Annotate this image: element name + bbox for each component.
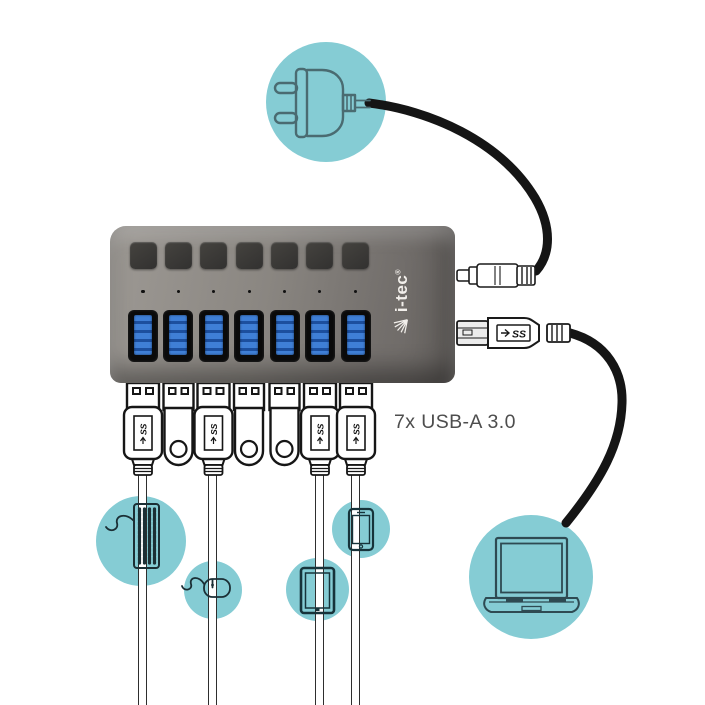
brand-text: i-tec® — [392, 268, 411, 313]
itec-wing-icon — [393, 319, 409, 334]
usb-hub: i-tec® — [110, 226, 455, 383]
usb-trident-icon — [140, 436, 146, 444]
usb-a-port — [305, 310, 336, 362]
usb-a-plug: SS — [122, 381, 164, 476]
port-power-button — [129, 242, 157, 269]
usb3-ss-mark: SS — [512, 329, 526, 341]
led-indicator — [212, 290, 216, 294]
usb-b-cable — [561, 328, 627, 528]
laptop-circle — [469, 515, 593, 639]
port-power-button — [164, 242, 192, 269]
flash-drive — [162, 381, 195, 467]
usb-trident-icon — [501, 328, 511, 338]
usb-a-plug: SS — [335, 381, 377, 476]
usb-a-port — [234, 310, 265, 362]
cable-mouse — [208, 474, 218, 705]
port-power-button — [306, 242, 334, 269]
usb-a-port — [128, 310, 158, 362]
usb-a-port — [198, 310, 229, 362]
ports-label: 7x USB-A 3.0 — [394, 411, 516, 433]
usb-b-connector: SS — [456, 317, 571, 349]
usb-trident-icon — [353, 436, 359, 444]
led-indicator — [318, 290, 322, 294]
brand-logo: i-tec® — [388, 254, 416, 350]
usb-a-plug: SS — [299, 381, 341, 476]
power-buttons-row — [129, 242, 369, 269]
usb-port-tongue — [275, 315, 294, 355]
led-indicator — [282, 290, 287, 294]
led-indicator — [176, 290, 180, 294]
usb-port-tongue — [169, 315, 188, 355]
usb-port-tongue — [240, 315, 259, 355]
led-indicator — [247, 290, 251, 294]
usb-port-tongue — [204, 315, 223, 355]
usb-a-port — [163, 310, 194, 362]
cable-smartphone — [350, 474, 360, 705]
usb-port-tongue — [311, 315, 330, 355]
led-indicator — [141, 290, 145, 294]
power-plug-circle — [266, 42, 386, 162]
port-power-button — [341, 242, 369, 269]
usb-port-tongue — [134, 315, 152, 355]
registered-mark: ® — [395, 268, 403, 275]
usb-trident-icon — [210, 436, 217, 444]
usb-a-plugs: SS SS — [122, 381, 377, 476]
usb-a-port — [269, 310, 300, 362]
usb-ports-row — [128, 310, 371, 362]
port-power-button — [271, 242, 299, 269]
flash-drives — [162, 381, 301, 467]
flash-drive — [232, 381, 266, 467]
usb-trident-icon — [317, 436, 323, 444]
dc-power-connector — [456, 263, 536, 288]
cable-keyboard — [137, 474, 147, 705]
smartphone-circle — [332, 500, 390, 558]
usb3-ss-mark: SS — [315, 423, 325, 435]
port-power-button — [200, 242, 228, 269]
usb3-ss-mark: SS — [351, 423, 361, 435]
port-power-button — [235, 242, 263, 269]
usb-a-port — [340, 310, 371, 362]
usb-port-tongue — [346, 315, 365, 355]
usb3-ss-mark: SS — [138, 423, 148, 435]
flash-drive — [268, 381, 301, 467]
led-indicator — [353, 290, 357, 294]
usb-a-plug: SS — [193, 381, 234, 476]
cable-tablet — [314, 474, 324, 705]
usb3-ss-mark: SS — [209, 423, 219, 435]
led-row — [141, 290, 357, 294]
